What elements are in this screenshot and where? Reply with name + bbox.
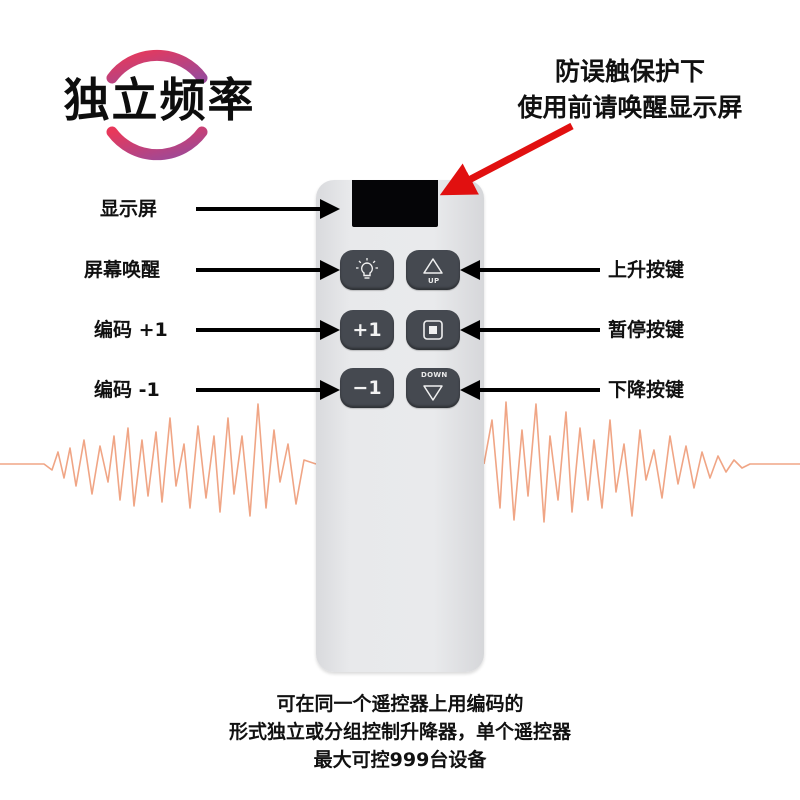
- lightbulb-icon: [356, 258, 378, 279]
- warning-line-1: 防误触保护下: [554, 57, 705, 86]
- badge-title: 独立频率: [63, 73, 256, 127]
- code-minus-button[interactable]: −1: [340, 368, 394, 408]
- caption-line-2: 形式独立或分组控制升降器，单个遥控器: [228, 721, 571, 743]
- up-text: UP: [428, 277, 440, 285]
- description-caption: 可在同一个遥控器上用编码的 形式独立或分组控制升降器，单个遥控器 最大可控999…: [100, 690, 700, 774]
- label-display-screen: 显示屏: [100, 198, 158, 220]
- code-plus-button[interactable]: +1: [340, 310, 394, 350]
- down-button[interactable]: DOWN: [406, 368, 460, 408]
- badge-ring: [106, 49, 208, 161]
- label-pause-key: 暂停按键: [608, 319, 685, 341]
- remote-display-screen: [352, 180, 438, 227]
- label-code-plus: 编码 +1: [94, 319, 168, 341]
- caption-line-3: 最大可控999台设备: [313, 749, 487, 771]
- stop-square-icon: [423, 320, 443, 340]
- triangle-down-icon: [423, 385, 443, 401]
- label-up-key: 上升按键: [608, 259, 685, 281]
- minus-one-label: −1: [352, 377, 382, 399]
- caption-line-1: 可在同一个遥控器上用编码的: [276, 693, 524, 715]
- triangle-up-icon: [423, 258, 443, 274]
- pause-button[interactable]: [406, 310, 460, 350]
- down-text: DOWN: [421, 371, 448, 379]
- anti-mistouch-warning: 防误触保护下 使用前请唤醒显示屏: [470, 54, 790, 126]
- red-arrow-screen: [439, 122, 574, 196]
- label-code-minus: 编码 -1: [94, 379, 160, 401]
- warning-line-2: 使用前请唤醒显示屏: [517, 93, 743, 122]
- remote-control: UP +1 −1 DOWN: [316, 180, 484, 672]
- wake-screen-button[interactable]: [340, 250, 394, 290]
- label-down-key: 下降按键: [608, 379, 685, 401]
- label-screen-wake: 屏幕唤醒: [84, 259, 161, 281]
- up-button[interactable]: UP: [406, 250, 460, 290]
- plus-one-label: +1: [352, 319, 382, 341]
